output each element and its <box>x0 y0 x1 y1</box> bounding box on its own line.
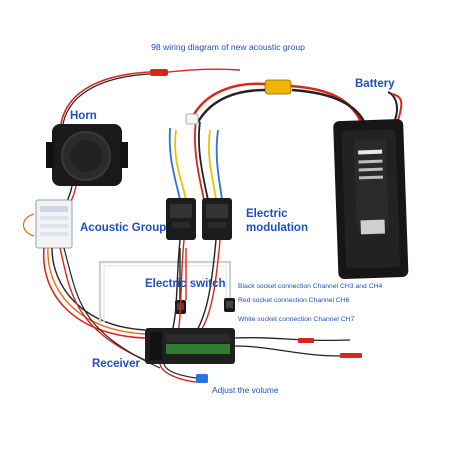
label-black-socket: Black socket connection Channel CH3 and … <box>238 283 383 290</box>
xt-connector <box>264 79 292 95</box>
top-connector <box>150 69 168 76</box>
label-receiver: Receiver <box>92 358 140 370</box>
battery-pack <box>333 119 409 280</box>
battery-black-lead <box>291 88 368 127</box>
battery-balance-lead <box>387 91 398 121</box>
label-acoustic-group: Acoustic Group <box>80 222 167 234</box>
diagram-title: 98 wiring diagram of new acoustic group <box>151 42 305 52</box>
label-horn: Horn <box>70 110 97 122</box>
white-switch-loop <box>98 260 232 322</box>
label-red-socket: Red socket connection Channel CH6 <box>238 297 350 304</box>
label-electric-switch: Electric switch <box>145 278 226 290</box>
label-modulation: modulation <box>246 222 308 234</box>
label-battery: Battery <box>355 78 395 90</box>
label-adjust-volume: Adjust the volume <box>212 385 279 395</box>
volume-connector <box>196 374 208 383</box>
battery-red-lead <box>289 84 364 125</box>
label-electric: Electric <box>246 208 288 220</box>
top-red-loop <box>59 71 151 136</box>
label-white-socket: White socket connection Channel CH7 <box>238 316 355 323</box>
